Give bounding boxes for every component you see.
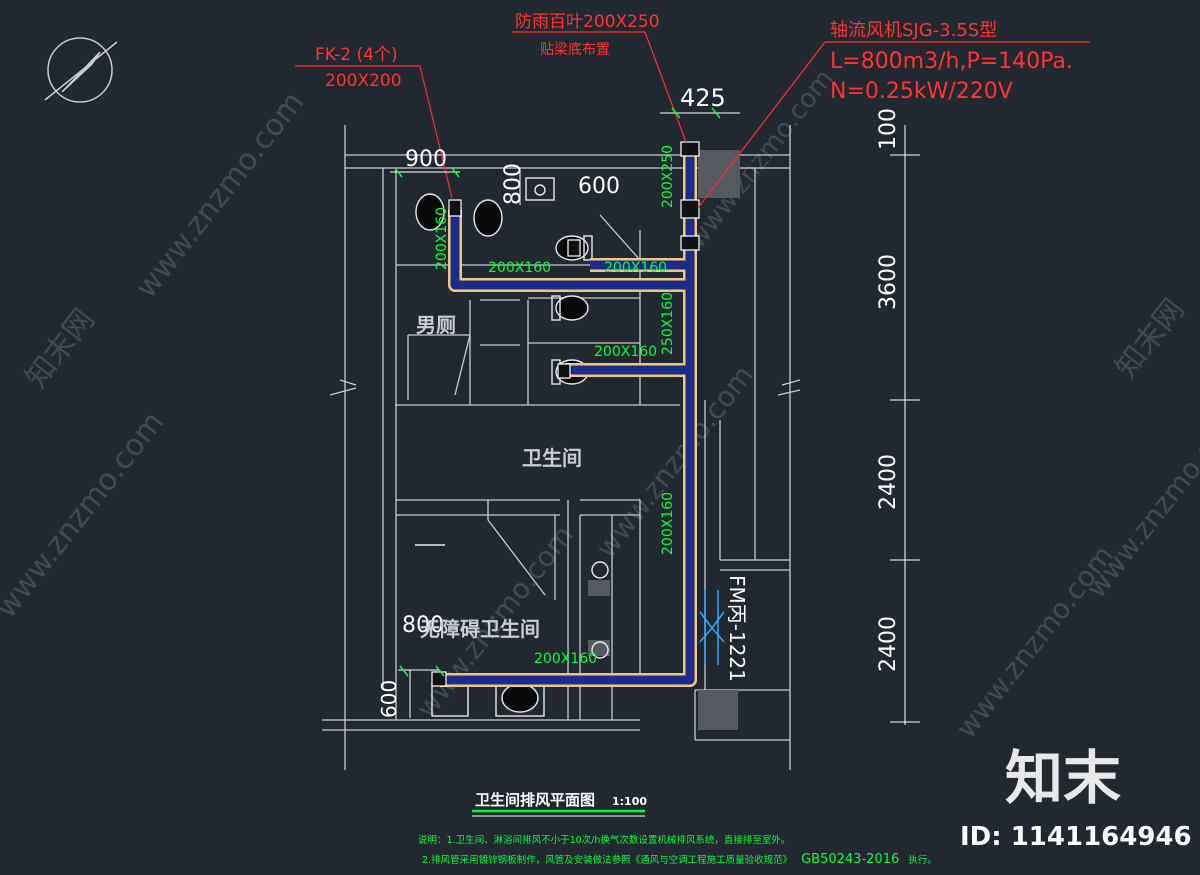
exhaust-grille-icon [431, 671, 447, 687]
duct-label-200x160-top1: 200X160 [488, 260, 551, 276]
column-small [588, 580, 610, 596]
fan-power: N=0.25kW/220V [830, 79, 1013, 104]
note-line-2-standard: GB50243-2016 [801, 852, 899, 867]
dimension-lines [390, 112, 920, 725]
room-label-accessible: 无障碍卫生间 [420, 617, 540, 641]
dim-2400-b: 2400 [876, 616, 901, 672]
axial-fan-icon [680, 199, 700, 219]
note-line-2: 2.排风管采用镀锌钢板制作，风管及安装做法参照《通风与空调工程施工质量验收规范》… [422, 852, 937, 867]
dim-800-left: 800 [402, 613, 444, 638]
dim-100: 100 [876, 108, 901, 150]
urinal-icon [415, 193, 445, 231]
louver-note: 贴梁底布置 [540, 42, 610, 58]
exhaust-grille-icon [448, 199, 462, 217]
note-line-2-text: 2.排风管采用镀锌钢板制作，风管及安装做法参照《通风与空调工程施工质量验收规范》 [422, 854, 792, 866]
watermark-brand-right: 知末网 [1109, 292, 1192, 384]
leader-lines [295, 31, 1090, 209]
exhaust-grille-icon [567, 239, 581, 257]
toilet-icon [495, 679, 545, 717]
urinal-icon [473, 199, 503, 237]
exhaust-duct-system [440, 145, 697, 687]
duct-label-200x160-vert: 200X160 [434, 207, 450, 270]
fire-door-tag: FM丙-1221 [725, 575, 749, 682]
room-label-mens: 男厕 [416, 313, 456, 337]
floor-drain-icon [591, 561, 609, 579]
north-arrow-icon [44, 37, 118, 103]
fixtures [415, 177, 609, 717]
exhaust-grille-icon [557, 363, 571, 379]
louver-icon [680, 141, 700, 157]
watermark-site-left2: www.znzmo.com [0, 405, 171, 625]
louver-tag: 防雨百叶200X250 [515, 12, 660, 32]
dim-600: 600 [578, 174, 620, 199]
column-bottom-right [698, 690, 738, 730]
duct-label-200x160-top2: 200X160 [604, 260, 667, 276]
dim-600-left: 600 [377, 680, 401, 718]
note-line-2-suffix: 执行。 [908, 854, 937, 866]
note-line-1: 说明：1.卫生间、淋浴间排风不小于10次/h换气次数设置机械排风系统，直接排至室… [418, 834, 790, 846]
dim-800-top: 800 [501, 163, 526, 205]
image-id: ID: 1141164946 [960, 822, 1192, 852]
dim-900: 900 [405, 147, 447, 172]
fk-size: 200X200 [325, 71, 402, 91]
drawing-title: 卫生间排风平面图 [475, 791, 595, 809]
fire-door-symbol [699, 590, 725, 665]
drawing-scale: 1:100 [612, 795, 647, 808]
floor-drain-icon [591, 641, 609, 659]
duct-label-200x160-bottom: 200X160 [534, 651, 597, 667]
room-label-toilet: 卫生间 [522, 446, 582, 470]
sink-icon [525, 177, 555, 201]
dim-425: 425 [680, 84, 726, 112]
fan-tag: 轴流风机SJG-3.5S型 [830, 20, 997, 41]
watermark-site-right2: www.znzmo.com [950, 539, 1121, 744]
fire-damper-icon [680, 235, 700, 251]
toilet-icon [551, 295, 589, 321]
duct-fill [440, 145, 695, 685]
duct-label-200x160-riser: 200X160 [660, 492, 676, 555]
dimension-ticks-green [394, 107, 721, 677]
watermark-brand-left: 知末网 [19, 302, 102, 394]
column-top-right [698, 150, 740, 198]
fan-flow: L=800m3/h,P=140Pa. [830, 49, 1073, 74]
watermark-site-left: www.znzmo.com [129, 85, 311, 305]
duct-label-200x250: 200X250 [660, 145, 676, 208]
grilles [431, 141, 700, 687]
brand-logo: 知末 [1005, 744, 1121, 812]
duct-label-200x160-mid: 200X160 [594, 344, 657, 360]
duct-label-250x160: 250X160 [660, 292, 676, 355]
dim-3600: 3600 [876, 254, 901, 310]
dim-2400-a: 2400 [876, 454, 901, 510]
fk-tag: FK-2 (4个) [315, 45, 398, 65]
